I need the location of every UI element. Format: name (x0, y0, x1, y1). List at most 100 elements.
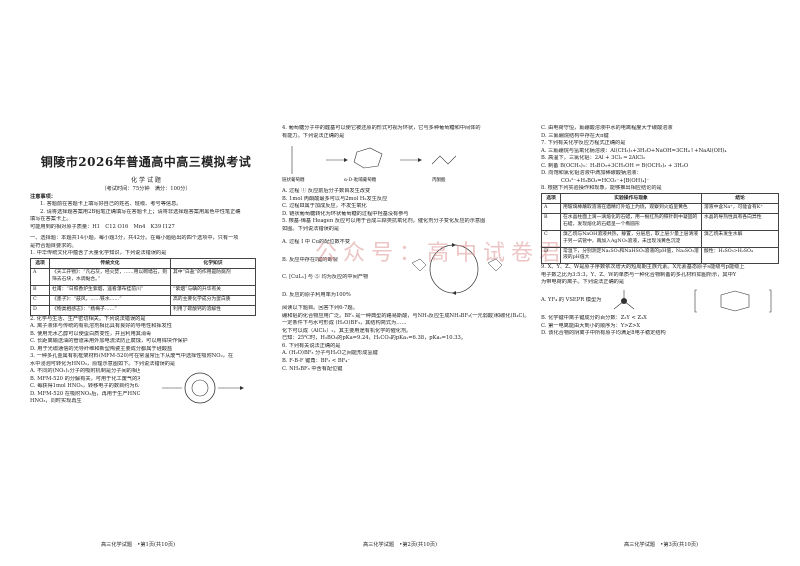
table-row: D 《物类相感志》：“杨梅子……” 利用了碳酸钙的溶解性 (30, 304, 256, 316)
table-row: A 《天工开物》：“凡石灰，经火焚，……用以砌墙石，则筛去石块，水调黏合。” 其… (30, 267, 256, 286)
question-5-cont: 如图。下列说法错误的是 (282, 225, 340, 232)
table-row: A 用玻璃棒蘸取溶液在酒精灯外焰上灼烧，观察到火焰呈黄色 溶液中含Na⁺，可能含… (541, 202, 779, 214)
catalytic-cycle-diagram (411, 243, 503, 296)
cell: D (541, 246, 561, 265)
watermark: 公众号：高中试卷君 (315, 241, 568, 266)
page-2: 4. 葡萄糖分子中的醛基可以使它被还原的形式可视为环状，它与多种葡萄糖和中间体的… (270, 0, 535, 566)
q6-text: 已知：25℃时，H₃BO₃的pKa=9.24，H₂CO₃的pKa₁=6.38，p… (282, 335, 467, 342)
notes-header: 注意事项： (30, 193, 56, 200)
option: C. 制备 B(OCH₃)₃：H₃BO₃+3CH₃OH ⇌ B(OCH₃)₃ +… (541, 162, 689, 169)
cell: 溴乙烷与NaOH溶液共热，静置，分层后，取上层少量上层清液于另一试管中，再加入A… (560, 229, 702, 248)
question-6: 6. 下列有关说法正确的是 (282, 342, 341, 349)
question-7: 7. 下列有关化学反应方程式正确的是 (541, 140, 626, 147)
cell: 《天工开物》：“凡石灰，经火焚，……用以砌墙石，则筛去石块，水调黏合。” (49, 267, 171, 286)
section-1-heading: 一、选择题：本题共14小题，每小题3分，共42分。在每小题给出的四个选项中，只有… (30, 235, 239, 242)
table-row: B 杜甫：“日照香炉生紫烟，遥看瀑布挂前川” “紫烟”与碘的升华有关 (30, 284, 256, 296)
question-9: 9. X、Y、Z、W是原子序数依次增大的短周期主族元素。X元素基态原子s能级与p… (541, 264, 745, 271)
option: C. 第一电离能由大到小的顺序为：Y>Z>X (541, 322, 641, 329)
label-pyruvic-acid: 丙酮酸 (432, 178, 446, 184)
option: A. 不同的(NO₂)₂分子的吸附机制是分子间的相互作用力 (30, 368, 140, 375)
q6-text: 硼和铝的化合物应用广泛。BF₃ 是一种典型的路易斯酸，与NH₃反应生成NH₃BF… (282, 312, 527, 319)
cell: A (541, 202, 561, 214)
question-3-cont: 水中浸泡可转化为HNO₃，原理示意图如下。下列说法错误的是 (30, 360, 176, 367)
option: C. 每获得1mol HNO₃，转移电子的数目约为6.02×10²³ (30, 383, 140, 390)
option: C. 长距离输送油的管道采用外加电流法防止腐蚀，可以用锌块作保护 (30, 338, 188, 345)
page-footer: 高三化学试题 •第1页(共10页) (100, 542, 176, 548)
option: D. 用于光缆通信的光导纤维和新型陶瓷主要成分都属于硅酸盐 (30, 345, 173, 352)
question-4-cont: 有能力。下列说法正确的是 (282, 132, 345, 139)
option: B. 反应中存在Ⅰ键的断裂 (282, 256, 338, 263)
option: C. 由电荷守恒，氟硼酸溶液中水的电离程度大于碳酸溶液 (541, 125, 673, 131)
cell: B (30, 284, 50, 296)
option: CO₃²⁻+H₃BO₃=HCO₃⁻+[B(OH)₄]⁻ (561, 177, 650, 184)
option: HNO₃，同时实现再生 (30, 398, 82, 405)
question-1: 1. 中华传统文化中蕴含了大量化学知识，下列说法错误的是 (30, 250, 167, 257)
option: D. 向饱和氯化铝溶液中滴加稀碳酸钠溶液： (541, 170, 642, 177)
q8-header: 结论 (701, 192, 779, 204)
note-line: 1. 答题前在答题卡上填写好自己的姓名、班级、考号等信息。 (40, 201, 182, 208)
anion-structure-diagram (694, 289, 772, 313)
table-row: C 《墨子》：“鼓风，……铁水……” 高的主要化学成分为蛋白质 (30, 294, 256, 306)
vsepr-model-diagram (613, 290, 635, 310)
option: D. 三氟硼烷结构中存在大π键 (541, 132, 609, 139)
q1-header: 选项 (30, 257, 50, 269)
cell: 水晶的导热性具有各向异性 (701, 212, 779, 231)
question-9-cont: 电子数之比为3:5:3，Y、Z、W的单质与一种化合物制备的多孔材料如图所示，其中… (541, 271, 737, 278)
q8-header: 实验操作与现象 (560, 192, 702, 204)
option: C. 过程Ⅲ属于加成反应，不发生氧化 (282, 203, 367, 210)
cell: 其中“白盐”的作用是防腐剂 (170, 267, 256, 286)
page-1: 铜陵市2026年普通高中高三模拟考试 化 学 试 题 （考试时间：75分钟 满分… (0, 0, 270, 566)
question-5: 5. 羰基-烯基 Heagen 反应可以用于合成三萜类抗氧化剂，催化剂分子变化反… (282, 218, 486, 225)
option: A. 过程 ① 反应前后分子数目发生改变 (282, 188, 371, 195)
option: C. [CuLₙ] 与 ⑤ 均为反应的中间产物 (282, 274, 369, 281)
q1-header: 化学知识 (170, 257, 256, 269)
option: B. 化学键中离子键成分的百分数：Z₃Y < Z₃X (541, 315, 647, 321)
subject-title: 化 学 试 题 (131, 177, 161, 185)
option: D. 该化合物的阴离子中所有原子均满足8电子稳定结构 (541, 330, 666, 337)
option: B. 使用无水乙醇可以使蛋白质变性，并且利用其消毒 (30, 330, 152, 337)
page-3: C. 由电荷守恒，氟硼酸溶液中水的电离程度大于碳酸溶液 D. 三氟硼烷结构中存在… (535, 0, 800, 566)
cell: “紫烟”与碘的升华有关 (170, 284, 256, 296)
cell: C (30, 294, 50, 306)
option: C. NH₃BF₃ 中含有配位键 (282, 365, 343, 372)
label-pyranose: α-D-吡喃葡萄糖 (344, 178, 377, 184)
option: D. 链状葡萄糖转化为环状葡萄糖的过程中羟基没有参与 (282, 210, 409, 217)
cell: 溶液中含Na⁺，可能含有K⁺ (701, 202, 779, 214)
question-3: 3. 一种多孔金属有机框架材料(MFM-520)可在常温常压下从废气中选择性吸附… (30, 353, 234, 360)
cell: 高的主要化学成分为蛋白质 (170, 294, 256, 306)
note-line: 2. 请将选择题答案用2B铅笔正确填写在答题卡上；请将非选择题答案用黑色中性笔正… (40, 208, 241, 215)
cell: 在水晶柱面上滴一滴熔化的石蜡，用一根红热的铁针刺中凝固的石蜡，发现熔化的石蜡呈一… (560, 212, 702, 231)
cell: 杜甫：“日照香炉生紫烟，遥看瀑布挂前川” (49, 284, 171, 296)
table-row: D 常温下，分别测定Na₂SO₃和NaHSO₃溶液的pH值，Na₂SO₃溶液的p… (541, 246, 779, 265)
cell: 酸性：H₂SO₃>H₂SO₄ (701, 246, 779, 265)
exam-info: （考试时间：75分钟 满分：100分） (101, 186, 191, 193)
q6-text: 一定条件下与水可形成 (H₂O)BF₃，其结构简式为…… (282, 320, 407, 327)
cell: 利用了碳酸钙的溶解性 (170, 304, 256, 316)
cell: 用玻璃棒蘸取溶液在酒精灯外焰上灼烧，观察到火焰呈黄色 (560, 202, 702, 214)
option: A. 过程 Ⅰ 中 Cu的配位数不变 (282, 239, 351, 246)
cell: C (541, 229, 561, 248)
glucose-structures (291, 146, 457, 175)
option: A. 离子液体与传统的有机溶剂相比具有良好的导电性和挥发性 (30, 323, 172, 330)
option: B. 高温下，三氯化铝：2Al + 3Cl₂ ═ 2AlCl₃ (541, 155, 645, 162)
question-2: 2. 化学与生活、生产密切相关。下列说法错误的是 (30, 315, 146, 322)
option: A. 三氟硼烷与氢氧化钠溶液：Al(CH₃)₃+3H₂O+NaOH=3CH₄↑+… (541, 147, 727, 154)
atomic-masses: 可能用到的相对原子质量：H1 C12 O16 Mn4 K39 I127 (30, 223, 175, 230)
question-4: 4. 葡萄糖分子中的醛基可以使它被还原的形式可视为环状，它与多种葡萄糖和中间体的 (282, 125, 481, 131)
option: D. 反应的原子利用率为100% (282, 291, 351, 298)
q1-header: 传统文化 (49, 257, 171, 269)
q1-table: 选项 传统文化 化学知识 A 《天工开物》：“凡石灰，经火焚，……用以砌墙石，则… (30, 257, 256, 316)
option: A. YF₄ 的 VSEPR 模型为 (541, 297, 602, 303)
page-footer: 高三化学试题 •第3页(共10页) (623, 542, 699, 548)
cell: A (30, 267, 50, 286)
page-footer: 高三化学试题 •第2页(共10页) (362, 542, 438, 548)
q8-header: 选项 (541, 192, 561, 204)
question-9-cont: 为带电荷的离子。下列说法正确的是 (541, 279, 625, 286)
q6-intro: 阅读以下题目。回答下列6-7题。 (282, 305, 358, 312)
option: B. MFM-520 的分解有关，可用于化工废气的净化 (30, 375, 140, 382)
option: A. (H₂O)BF₃ 分子与H₂O之间能形成氢键 (282, 350, 378, 357)
option: B. F-B-F 键角：BF₃ < BF₄⁻ (282, 357, 351, 364)
option: D. MFM-520 在吸附NO₂后，再用于生产HNO₃ (30, 390, 140, 397)
option: B. 1mol 丙酮酸最多可以与2mol H₂发生反应 (282, 195, 388, 202)
label-chain-glucose: 链状葡萄糖 (282, 178, 305, 184)
